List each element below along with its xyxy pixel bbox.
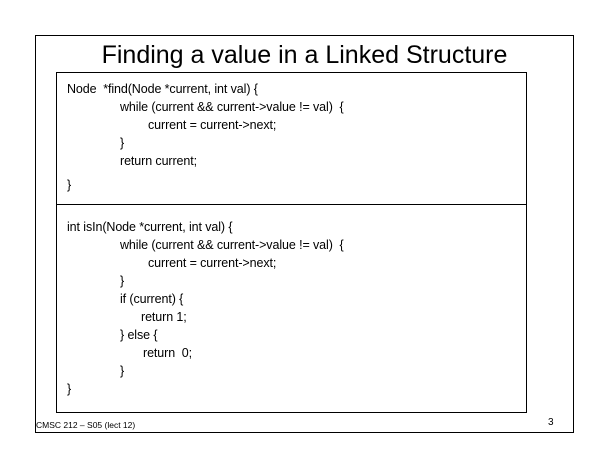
code-line: } bbox=[67, 382, 72, 396]
code-line: return 1; bbox=[141, 310, 187, 324]
code-line: int isIn(Node *current, int val) { bbox=[67, 220, 233, 234]
slide-title: Finding a value in a Linked Structure bbox=[101, 41, 508, 69]
code-line: Node *find(Node *current, int val) { bbox=[67, 82, 258, 96]
code-line: } bbox=[120, 274, 125, 288]
code-line: } bbox=[120, 364, 125, 378]
code-line: current = current->next; bbox=[148, 118, 277, 132]
code-line: current = current->next; bbox=[148, 256, 277, 270]
code-line: while (current && current->value != val)… bbox=[120, 238, 344, 252]
page-number: 3 bbox=[548, 417, 554, 428]
code-line: return current; bbox=[120, 154, 198, 168]
code-line: while (current && current->value != val)… bbox=[120, 100, 344, 114]
code-divider bbox=[57, 204, 526, 205]
code-line: return 0; bbox=[143, 346, 193, 360]
code-line: } else { bbox=[120, 328, 158, 342]
code-line: } bbox=[67, 178, 72, 192]
code-line: if (current) { bbox=[120, 292, 184, 306]
code-box: Node *find(Node *current, int val) { whi… bbox=[56, 72, 527, 413]
footer-text: CMSC 212 – S05 (lect 12) bbox=[36, 420, 136, 430]
code-line: } bbox=[120, 136, 125, 150]
slide-frame bbox=[35, 35, 574, 433]
